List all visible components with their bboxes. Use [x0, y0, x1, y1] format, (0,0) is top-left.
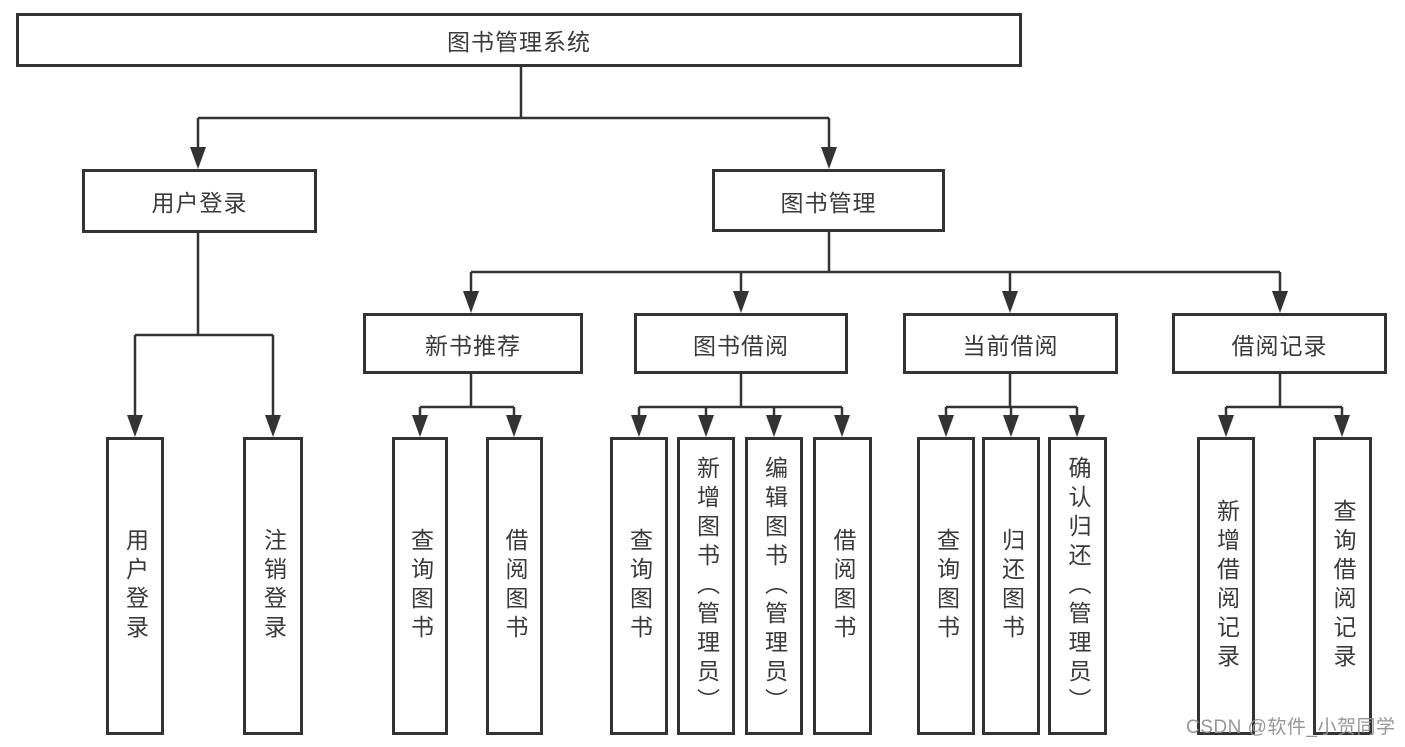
leaf-add-books-admin-label: 新增图书（管理员）: [693, 455, 720, 717]
leaf-query-books-current: 查询图书: [917, 437, 975, 735]
leaf-borrow-books: 借阅图书: [813, 437, 872, 735]
leaf-query-borrow-record-label: 查询借阅记录: [1330, 499, 1356, 673]
leaf-user-login-label: 用户登录: [122, 528, 149, 644]
csdn-watermark: CSDN @软件_小贺同学: [1186, 717, 1396, 738]
node-library-management-system: 图书管理系统: [16, 13, 1022, 67]
leaf-user-login: 用户登录: [106, 437, 164, 735]
arrowheads: [127, 147, 1350, 437]
leaf-query-borrow-record: 查询借阅记录: [1313, 437, 1372, 735]
leaf-return-books: 归还图书: [982, 437, 1040, 735]
leaf-edit-books-admin-label: 编辑图书（管理员）: [761, 455, 788, 717]
leaf-borrow-books-label: 借阅图书: [830, 528, 856, 644]
leaf-add-books-admin: 新增图书（管理员）: [677, 437, 735, 735]
leaf-add-borrow-record-label: 新增借阅记录: [1213, 499, 1240, 673]
node-current-borrow: 当前借阅: [903, 313, 1118, 374]
leaf-return-books-label: 归还图书: [998, 528, 1025, 644]
leaf-query-books-recommend-label: 查询图书: [407, 528, 434, 644]
leaf-borrow-books-recommend-label: 借阅图书: [502, 528, 528, 644]
leaf-edit-books-admin: 编辑图书（管理员）: [745, 437, 803, 735]
leaf-logout-login-label: 注销登录: [260, 528, 287, 644]
node-borrow-records: 借阅记录: [1172, 313, 1387, 374]
node-book-borrow: 图书借阅: [634, 313, 848, 374]
leaf-query-books-borrow-label: 查询图书: [626, 528, 653, 644]
node-new-book-recommend: 新书推荐: [363, 313, 583, 374]
leaf-borrow-books-recommend: 借阅图书: [486, 437, 543, 735]
leaf-query-books-borrow: 查询图书: [610, 437, 668, 735]
node-user-login: 用户登录: [82, 169, 317, 233]
leaf-confirm-return-admin-label: 确认归还（管理员）: [1065, 455, 1091, 717]
leaf-query-books-recommend: 查询图书: [392, 437, 448, 735]
leaf-logout-login: 注销登录: [243, 437, 303, 735]
leaf-query-books-current-label: 查询图书: [933, 528, 960, 644]
node-book-management: 图书管理: [712, 169, 945, 232]
leaf-add-borrow-record: 新增借阅记录: [1197, 437, 1255, 735]
leaf-confirm-return-admin: 确认归还（管理员）: [1048, 437, 1107, 735]
